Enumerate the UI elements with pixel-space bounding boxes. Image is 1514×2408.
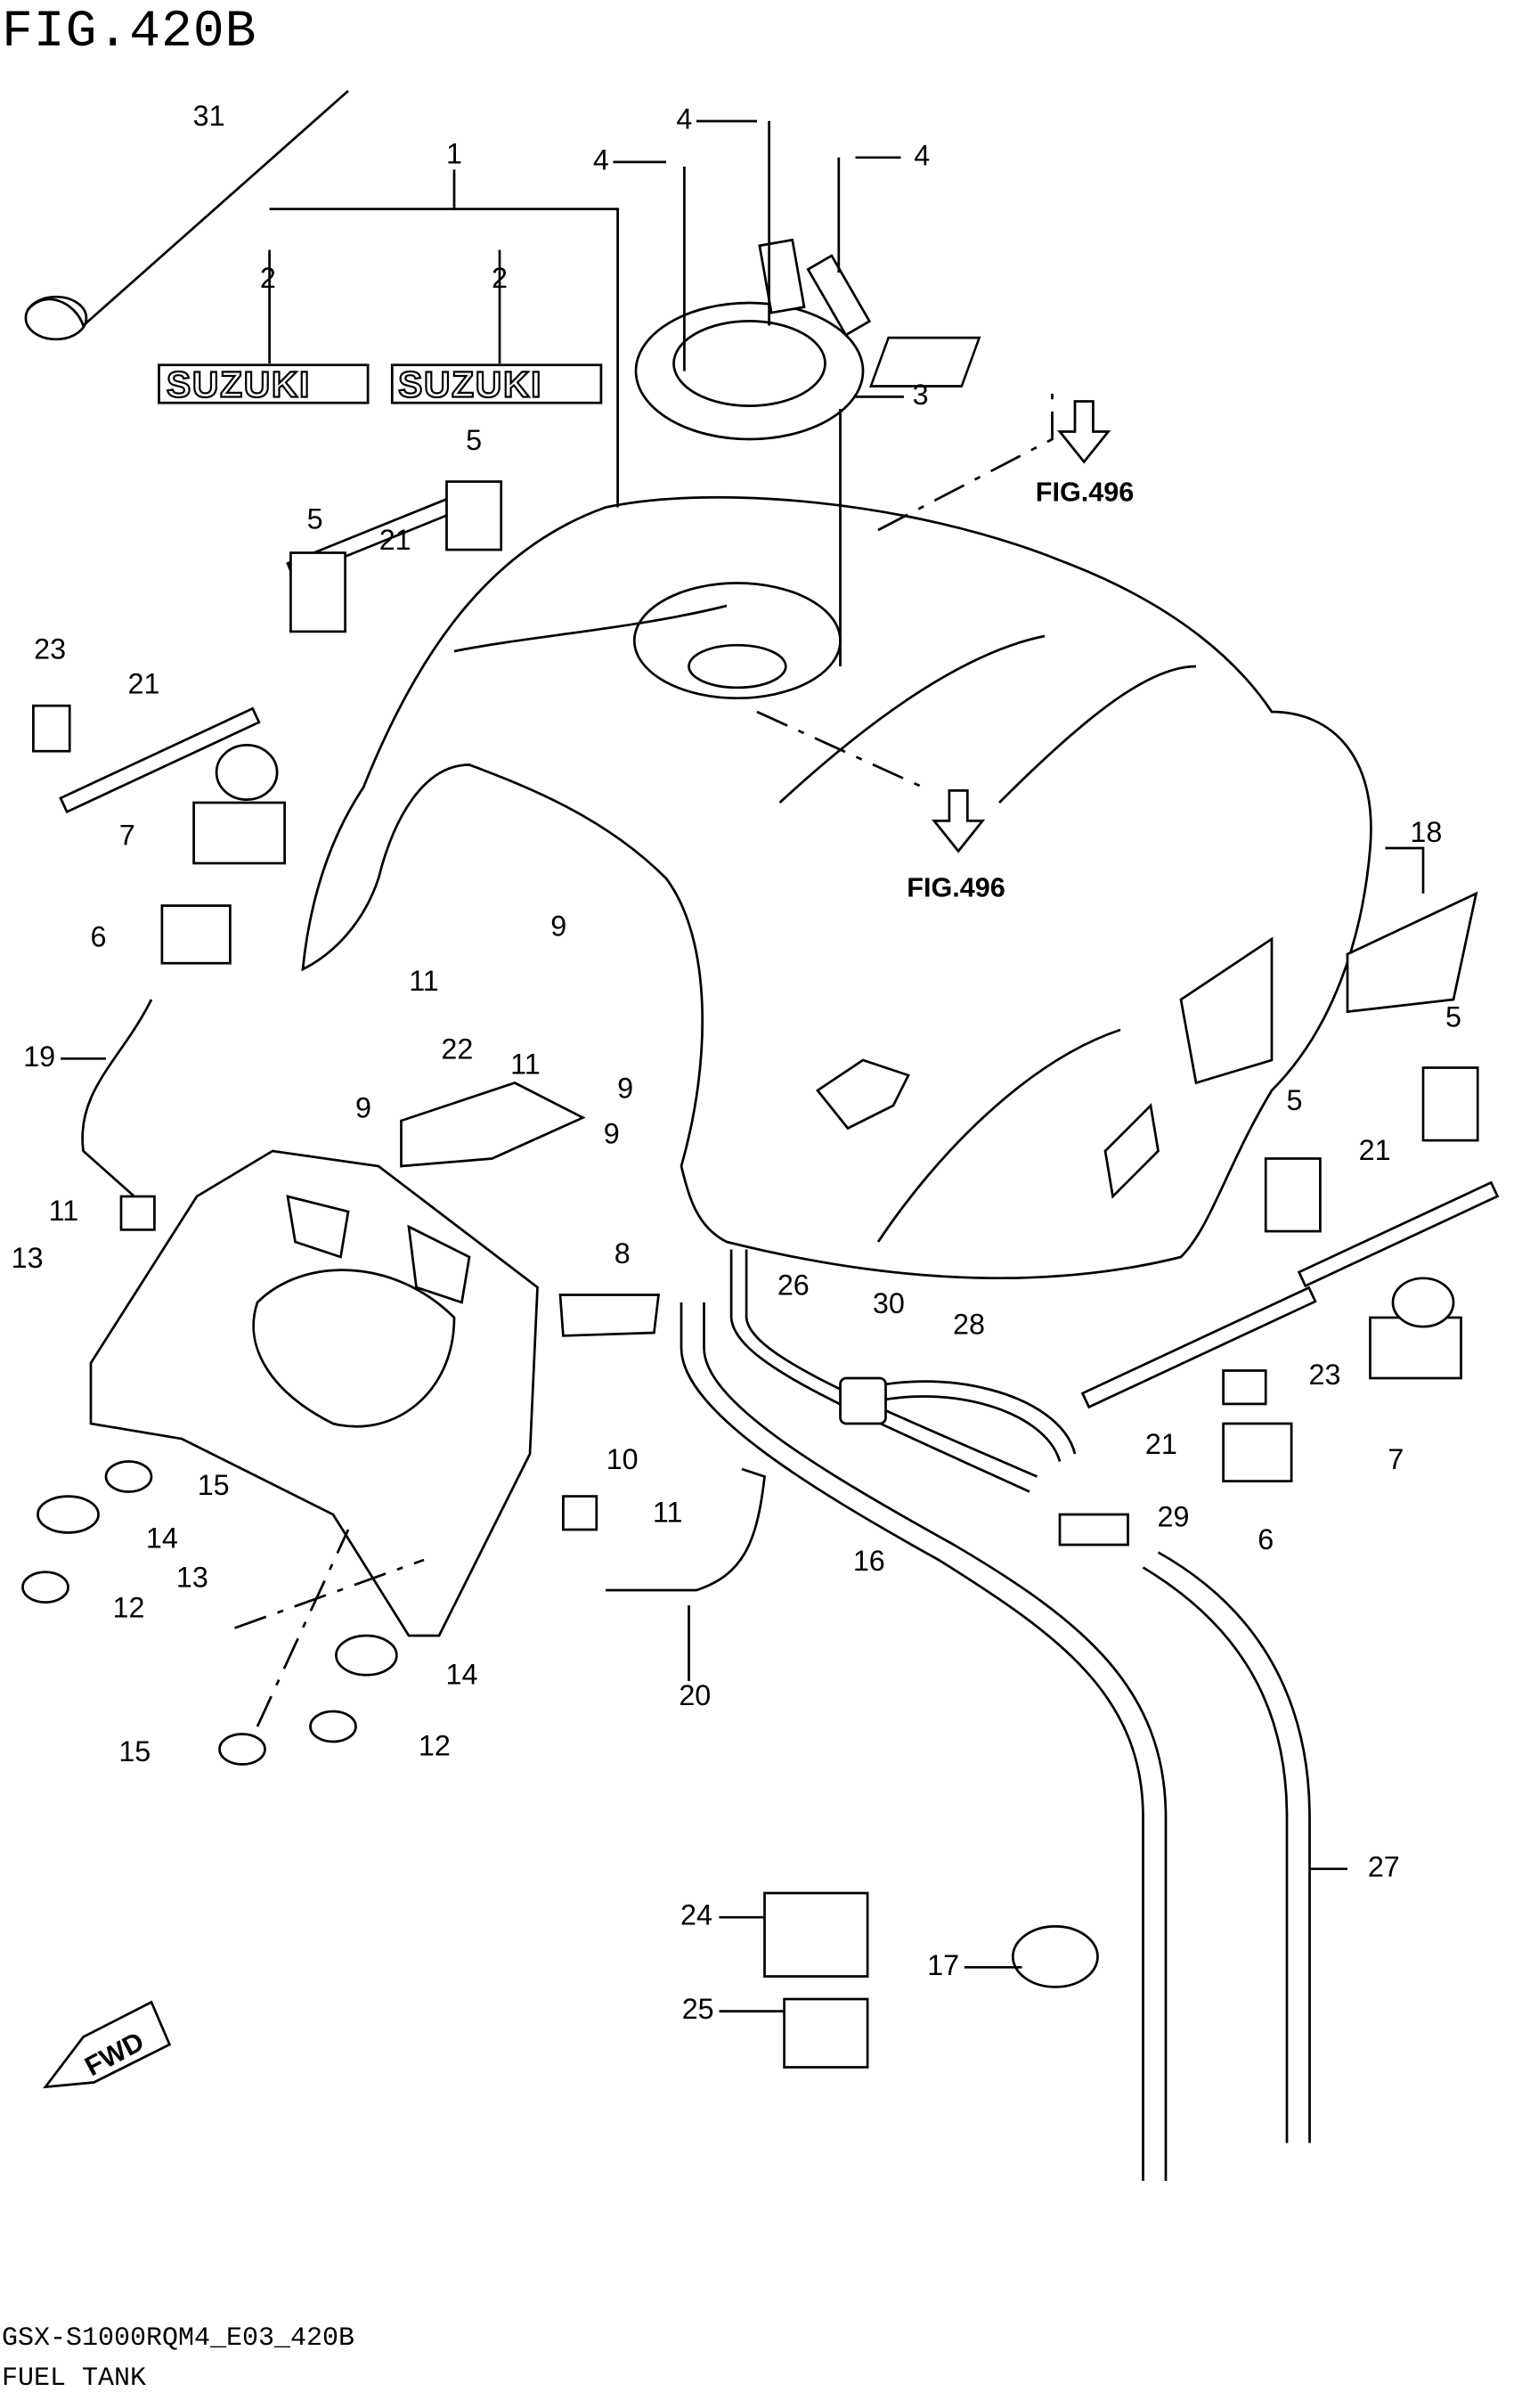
callout-7: 7	[119, 820, 135, 852]
callout-18: 18	[1410, 816, 1442, 848]
callout-5: 5	[307, 502, 323, 535]
callout-6: 6	[91, 921, 107, 953]
hoses[interactable]	[680, 1249, 1311, 2182]
callout-1: 1	[446, 138, 462, 170]
callout-11: 11	[653, 1497, 683, 1529]
callout-4: 4	[676, 103, 692, 135]
suzuki-logo: SUZUKI	[398, 363, 542, 404]
model-code: GSX-S1000RQM4_E03_420B	[2, 2323, 355, 2354]
callout-21: 21	[1359, 1134, 1391, 1166]
callout-26: 26	[777, 1269, 810, 1302]
callout-30: 30	[873, 1287, 905, 1319]
callout-8: 8	[615, 1237, 631, 1269]
callout-25: 25	[682, 1993, 714, 2025]
callout-13: 13	[176, 1562, 208, 1594]
callout-19: 19	[23, 1041, 55, 1073]
reference-fig-496[interactable]: FIG.496	[907, 872, 1005, 902]
suzuki-logo: SUZUKI	[167, 363, 311, 404]
callout-5: 5	[466, 424, 482, 456]
callout-16: 16	[853, 1545, 885, 1577]
callout-10: 10	[606, 1443, 639, 1475]
callout-4: 4	[593, 143, 609, 175]
fuel-tank[interactable]	[301, 495, 1372, 1280]
callout-12: 12	[113, 1592, 145, 1624]
figure-name: FUEL TANK	[2, 2363, 147, 2394]
callout-20: 20	[679, 1679, 711, 1711]
callout-11: 11	[510, 1048, 541, 1080]
callout-22: 22	[441, 1033, 473, 1065]
callout-13: 13	[12, 1242, 44, 1274]
callout-9: 9	[604, 1118, 620, 1150]
callout-2: 2	[260, 262, 276, 294]
callout-14: 14	[146, 1522, 178, 1554]
callout-7: 7	[1388, 1443, 1404, 1475]
arrow-down-icon	[1057, 400, 1111, 464]
callout-21: 21	[1145, 1428, 1177, 1460]
callout-24: 24	[680, 1899, 712, 1931]
callout-27: 27	[1368, 1850, 1400, 1882]
arrow-down-icon	[932, 789, 986, 853]
callout-9: 9	[617, 1073, 633, 1105]
callout-15: 15	[198, 1469, 230, 1501]
reference-fig-496[interactable]: FIG.496	[1036, 478, 1135, 508]
callout-23: 23	[1309, 1359, 1341, 1391]
callout-12: 12	[419, 1729, 451, 1761]
figure-title: FIG.420B	[2, 4, 257, 61]
tank-mounting-bracket[interactable]	[89, 1149, 539, 1637]
callout-29: 29	[1158, 1501, 1190, 1533]
small-parts[interactable]	[21, 89, 1500, 2069]
fuel-cap-assembly[interactable]	[634, 121, 872, 441]
callout-28: 28	[953, 1309, 985, 1341]
callout-3: 3	[913, 379, 929, 411]
callout-5: 5	[1287, 1084, 1303, 1116]
callout-21: 21	[379, 524, 411, 556]
callouts: 31 1 2 2 4 4 4 3 5 5 21 23 21 7 6 18 11 …	[12, 100, 1461, 2025]
callout-21: 21	[128, 668, 160, 700]
callout-5: 5	[1445, 1001, 1461, 1033]
callout-9: 9	[355, 1092, 371, 1124]
callout-23: 23	[34, 633, 66, 665]
callout-31: 31	[193, 100, 225, 132]
callout-2: 2	[492, 262, 508, 294]
callout-17: 17	[927, 1949, 959, 1981]
callout-6: 6	[1258, 1523, 1274, 1555]
fwd-arrow-icon	[43, 2000, 172, 2089]
callout-14: 14	[446, 1658, 478, 1690]
callout-11: 11	[49, 1195, 79, 1227]
callout-11: 11	[409, 965, 439, 997]
callout-4: 4	[914, 139, 930, 171]
callout-9: 9	[550, 910, 566, 943]
callout-15: 15	[118, 1735, 151, 1767]
